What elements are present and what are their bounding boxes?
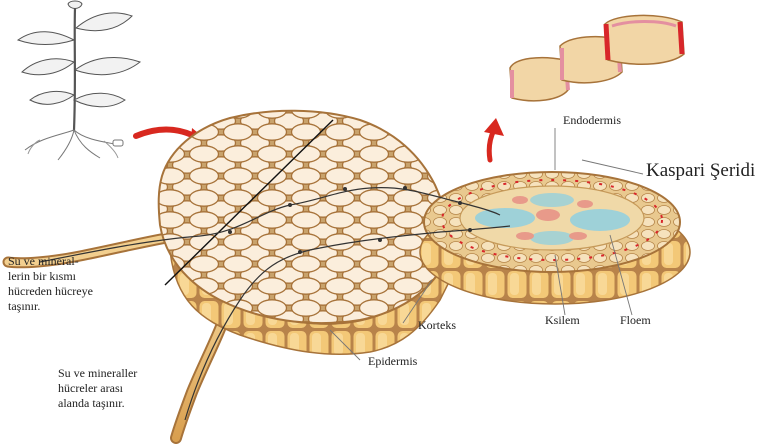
label-ksilem: Ksilem: [545, 313, 580, 328]
label-kaspari-seridi: Kaspari Şeridi: [646, 160, 755, 182]
label-su-mineral-1: Su ve mineral- lerin bir kısmı hücreden …: [8, 254, 93, 314]
label-su-mineral-2: Su ve mineraller hücreler arası alanda t…: [58, 366, 137, 411]
label-epidermis: Epidermis: [368, 354, 417, 369]
label-korteks: Korteks: [418, 318, 456, 333]
endodermis-cells: [510, 15, 684, 100]
red-arrow-up-icon: [489, 130, 494, 160]
label-endodermis: Endodermis: [563, 113, 621, 128]
label-floem: Floem: [620, 313, 651, 328]
red-arrow-up-head-icon: [484, 118, 504, 136]
plant-sketch-icon: [18, 1, 140, 160]
red-arrow-icon: [136, 129, 198, 138]
